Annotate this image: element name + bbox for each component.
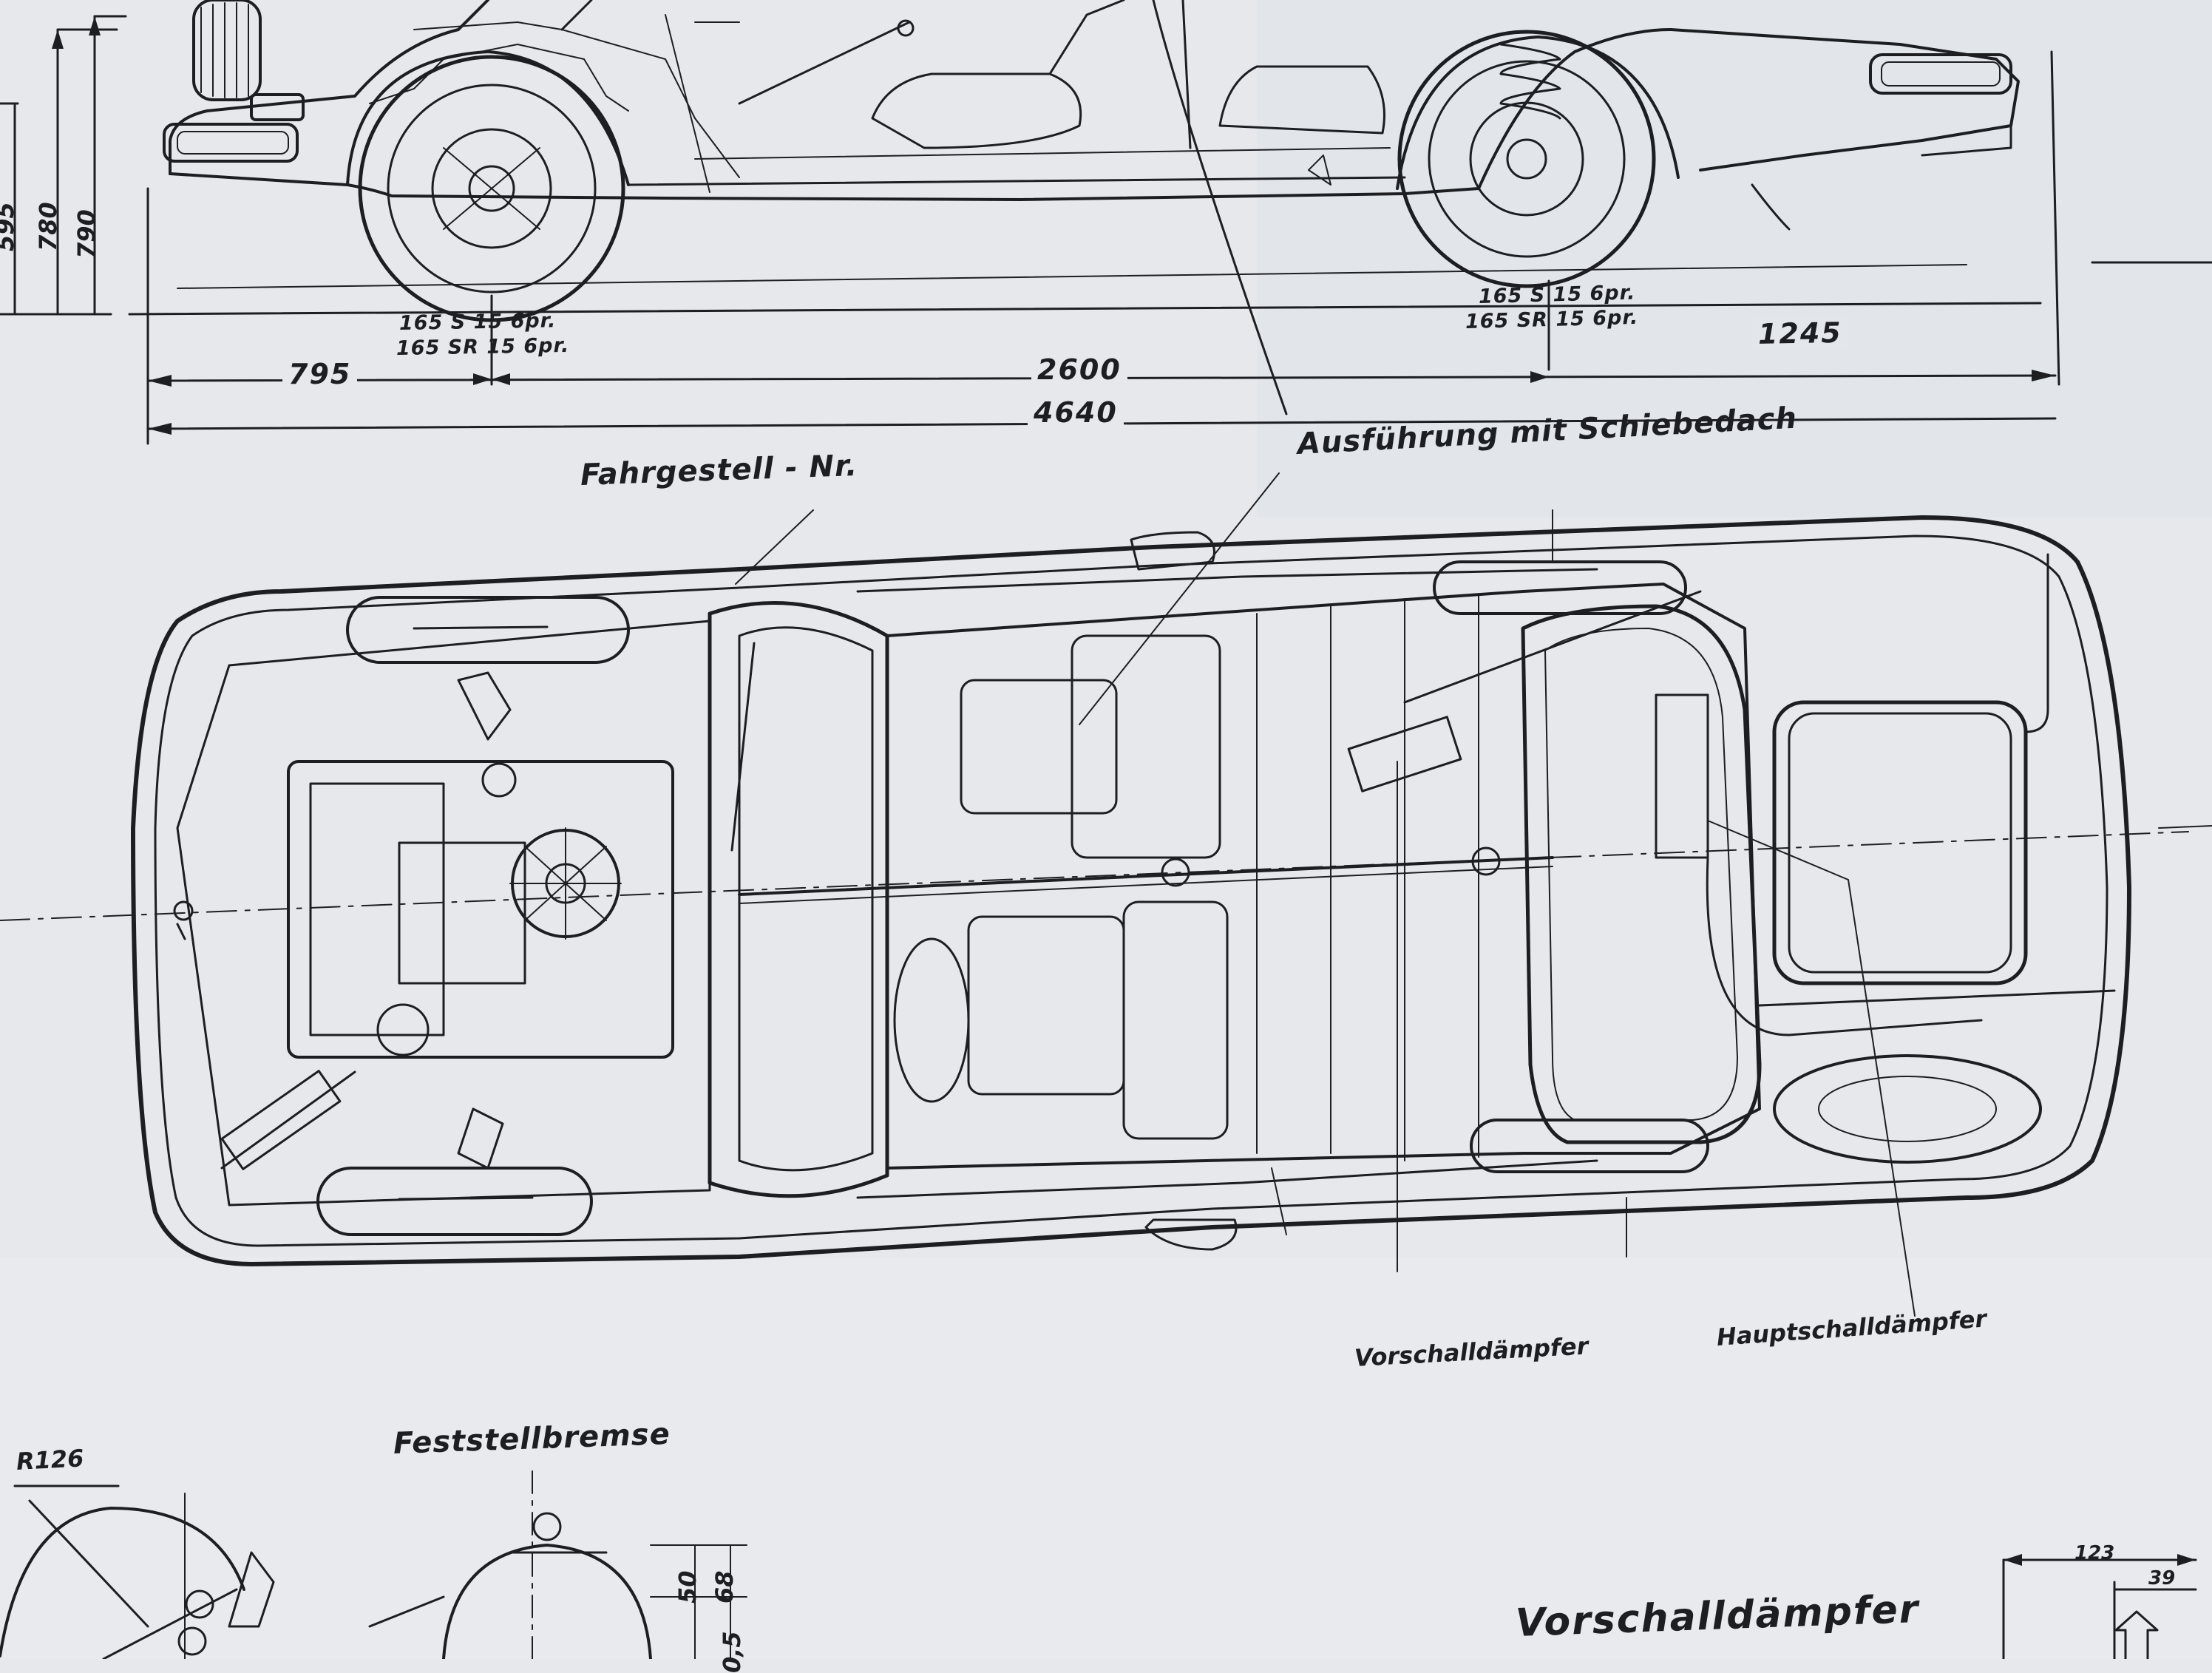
silencer-detail bbox=[2002, 1554, 2197, 1660]
brake-detail bbox=[0, 1470, 747, 1660]
dim-front-overhang: 795 bbox=[282, 358, 358, 390]
dim-rear-overhang: 1245 bbox=[1751, 316, 1849, 350]
front-tyre-spec-1: 165 S 15 6pr. bbox=[398, 309, 557, 335]
dim-wheelbase: 2600 bbox=[1031, 353, 1127, 386]
label-radius: R126 bbox=[16, 1444, 85, 1476]
rear-tyre-spec-2: 165 SR 15 6pr. bbox=[1465, 305, 1639, 333]
height-790: 790 bbox=[72, 209, 101, 259]
dim-brake-68: 68 bbox=[710, 1570, 739, 1604]
height-780: 780 bbox=[34, 202, 62, 251]
dim-brake-50: 50 bbox=[674, 1570, 702, 1604]
top-view bbox=[0, 472, 2212, 1317]
dim-brake-0-5: 0,5 bbox=[718, 1631, 746, 1673]
dim-overall-length: 4640 bbox=[1028, 396, 1124, 429]
rear-tyre-spec-1: 165 S 15 6pr. bbox=[1478, 281, 1636, 308]
height-595: 595 bbox=[0, 202, 19, 251]
dim-silencer-39: 39 bbox=[2148, 1567, 2176, 1589]
front-tyre-spec-2: 165 SR 15 6pr. bbox=[396, 333, 570, 360]
dim-silencer-123: 123 bbox=[2074, 1542, 2115, 1564]
side-view bbox=[0, 0, 2212, 445]
